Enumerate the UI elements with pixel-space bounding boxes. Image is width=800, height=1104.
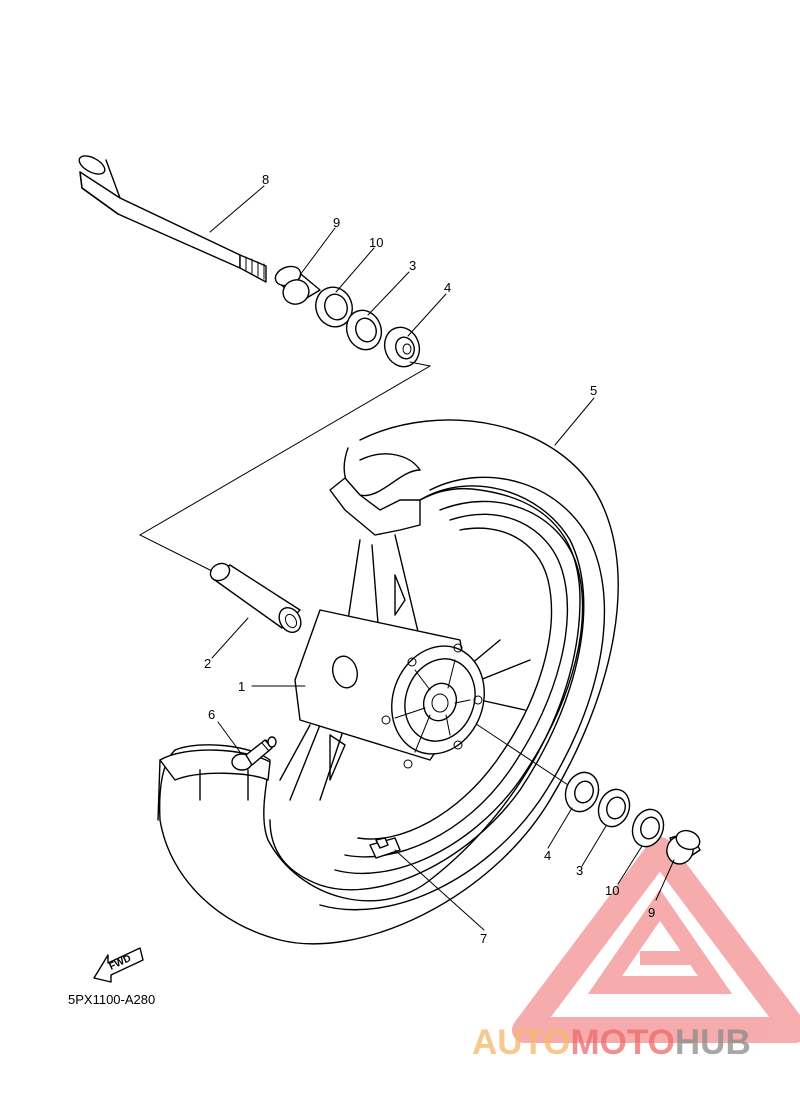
callout-4-bottom: 4 xyxy=(544,848,551,863)
watermark-logo-icon xyxy=(512,837,800,1043)
spacer-part-bottom xyxy=(666,829,701,865)
wheel-tire-part xyxy=(157,419,619,945)
fwd-arrow-icon: FWD xyxy=(93,947,144,983)
valve-part xyxy=(231,736,277,771)
callout-10-top: 10 xyxy=(369,235,383,250)
callout-8: 8 xyxy=(262,172,269,187)
callout-1: 1 xyxy=(238,679,245,694)
callout-6: 6 xyxy=(208,707,215,722)
callout-7: 7 xyxy=(480,931,487,946)
watermark-moto: MOTO xyxy=(571,1023,675,1062)
bearing-part-bottom-4 xyxy=(564,771,600,813)
watermark-hub: HUB xyxy=(675,1023,751,1062)
callout-9-top: 9 xyxy=(333,215,340,230)
diagram-code: 5PX1100-A280 xyxy=(68,992,155,1007)
bearing-part-top-4 xyxy=(383,326,421,368)
collar-part xyxy=(209,562,302,634)
callout-numbers: 8 9 10 3 4 5 2 1 6 7 4 3 10 9 xyxy=(204,172,655,946)
watermark-auto: AUTO xyxy=(472,1023,571,1062)
callout-9-bottom: 9 xyxy=(648,905,655,920)
callout-4-top: 4 xyxy=(444,280,451,295)
callout-leader-lines xyxy=(209,185,675,931)
brake-disc-hub xyxy=(381,643,485,769)
oil-seal-part-top xyxy=(315,286,353,328)
watermark-text: AUTOMOTOHUB xyxy=(472,1023,751,1062)
axle-part xyxy=(78,155,267,283)
spacer-part-top xyxy=(274,265,321,305)
bearing-part-bottom-3 xyxy=(597,788,631,828)
callout-3-top: 3 xyxy=(409,258,416,273)
callout-10-bottom: 10 xyxy=(605,883,619,898)
bearing-part-top-3 xyxy=(345,309,383,351)
callout-3-bottom: 3 xyxy=(576,863,583,878)
callout-2: 2 xyxy=(204,656,211,671)
callout-5: 5 xyxy=(590,383,597,398)
balance-weight-part xyxy=(369,837,401,859)
